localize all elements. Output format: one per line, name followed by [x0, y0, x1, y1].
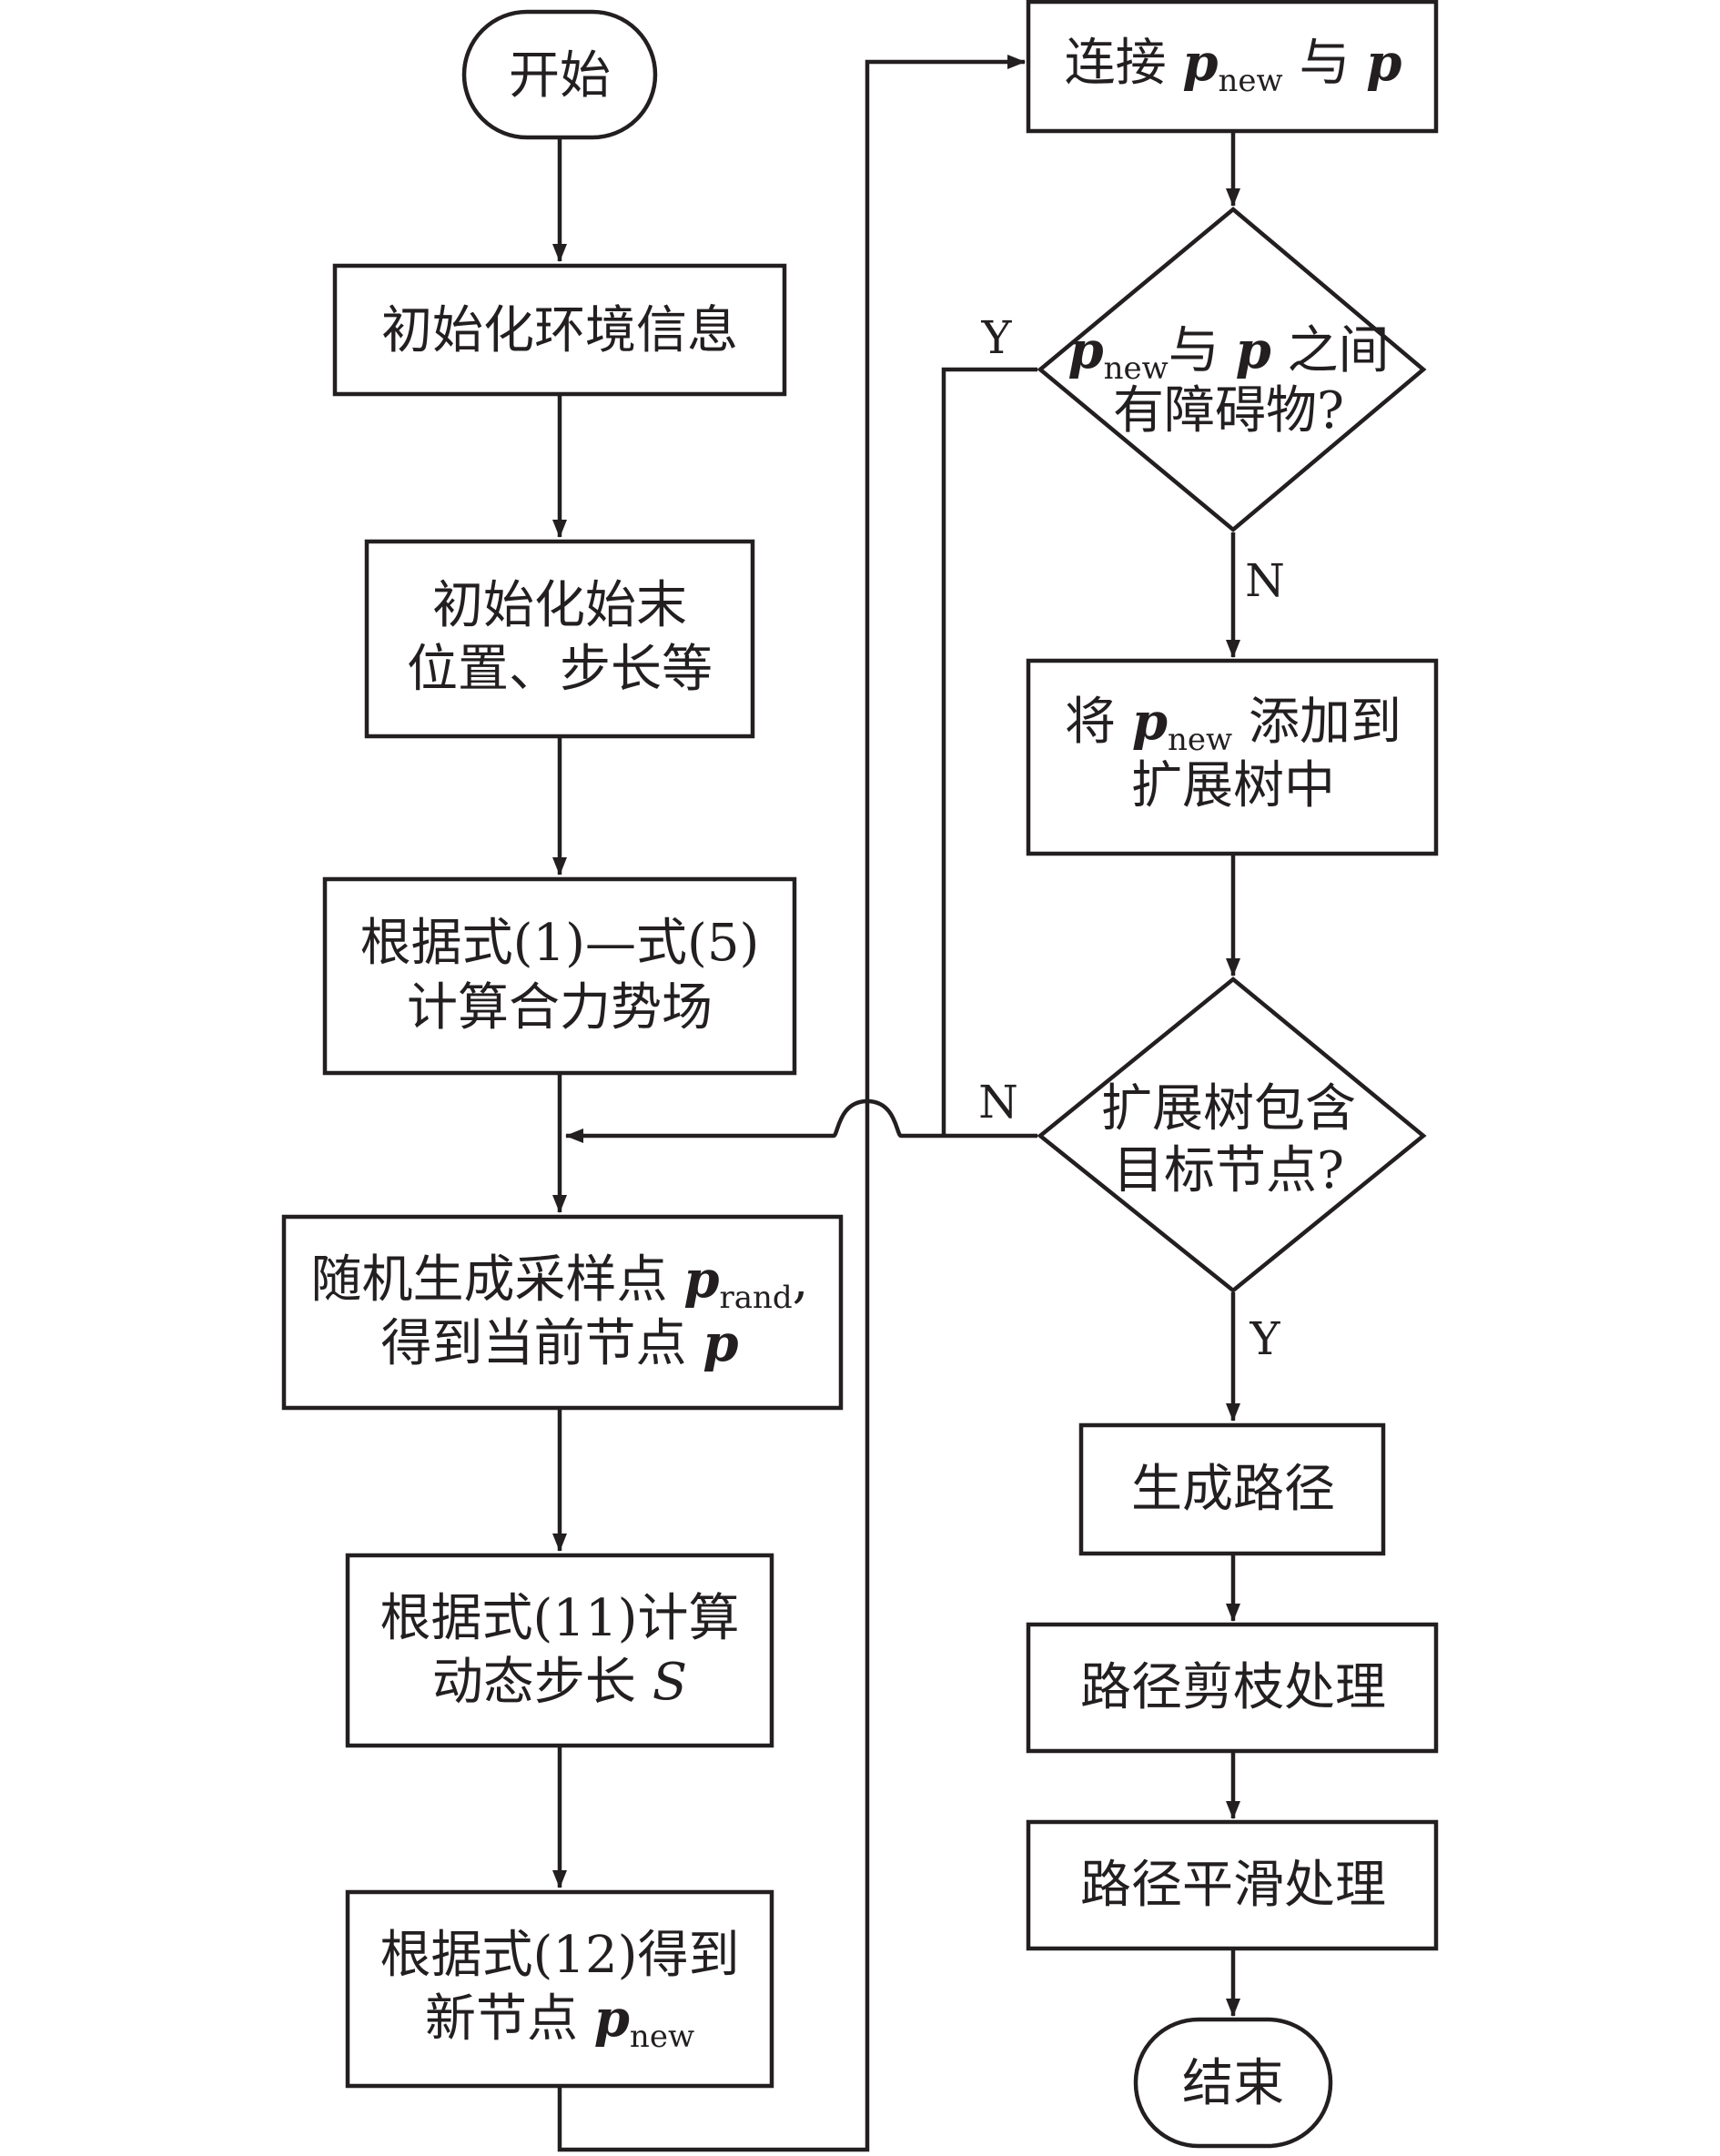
prune-label: 路径剪枝处理: [1080, 1658, 1386, 1717]
end-node: [1133, 2017, 1333, 2149]
goal-decision: [1037, 977, 1427, 1293]
add-tree-line2: 扩展树中: [1131, 756, 1335, 815]
goal-yes-label: Y: [1249, 1312, 1280, 1365]
sample-line1: 随机生成采样点 prand,: [311, 1250, 809, 1316]
obstacle-no-label: N: [1245, 554, 1285, 607]
new-node-line1: 根据式(12)得到: [380, 1926, 740, 1985]
obstacle-line1: pnew与 p 之间: [1067, 320, 1389, 387]
edge-goal-q-no: [565, 1098, 1037, 1143]
obstacle-line2: 有障碍物?: [1113, 381, 1344, 440]
connect-box: [1026, 0, 1439, 134]
add-tree-line1: 将 pnew 添加到: [1065, 692, 1401, 758]
init-pos-line1: 初始化始末: [432, 576, 687, 635]
obstacle-yes-label: Y: [980, 311, 1012, 364]
goal-line2: 目标节点?: [1113, 1141, 1344, 1200]
start-node: [461, 9, 658, 140]
edge-obstacle-q-yes: [941, 367, 1037, 1136]
end-label: 结束: [1182, 2054, 1284, 2113]
dyn-step-box: [345, 1553, 774, 1748]
init-pos-line2: 位置、步长等: [407, 640, 713, 699]
dyn-step-line1: 根据式(11)计算: [380, 1589, 740, 1648]
sample-line2: 得到当前节点 p: [381, 1313, 739, 1373]
obstacle-decision: [1037, 207, 1427, 532]
sample-box: [281, 1214, 844, 1411]
smooth-box: [1026, 1819, 1439, 1951]
smooth-label: 路径平滑处理: [1080, 1856, 1386, 1915]
connect-label: 连接 pnew 与 p: [1065, 33, 1402, 99]
new-node-line2: 新节点 pnew: [425, 1989, 694, 2055]
goal-line1: 扩展树包含: [1101, 1079, 1356, 1139]
gen-path-box: [1078, 1422, 1386, 1556]
init-pos-box: [364, 539, 755, 739]
init-env-box: [332, 263, 787, 397]
goal-no-label: N: [978, 1076, 1018, 1129]
prune-box: [1026, 1622, 1439, 1754]
init-env-label: 初始化环境信息: [381, 301, 738, 360]
add-tree-box: [1026, 658, 1439, 856]
gen-path-label: 生成路径: [1131, 1460, 1335, 1519]
start-label: 开始: [509, 46, 611, 106]
calc-field-line1: 根据式(1)—式(5): [360, 914, 760, 973]
dyn-step-line2: 动态步长 S: [432, 1653, 687, 1712]
calc-field-line2: 计算合力势场: [407, 978, 713, 1038]
edge-new-node-to-connect: [557, 55, 1026, 2152]
calc-field-box: [322, 876, 797, 1076]
new-node-box: [345, 1889, 774, 2089]
